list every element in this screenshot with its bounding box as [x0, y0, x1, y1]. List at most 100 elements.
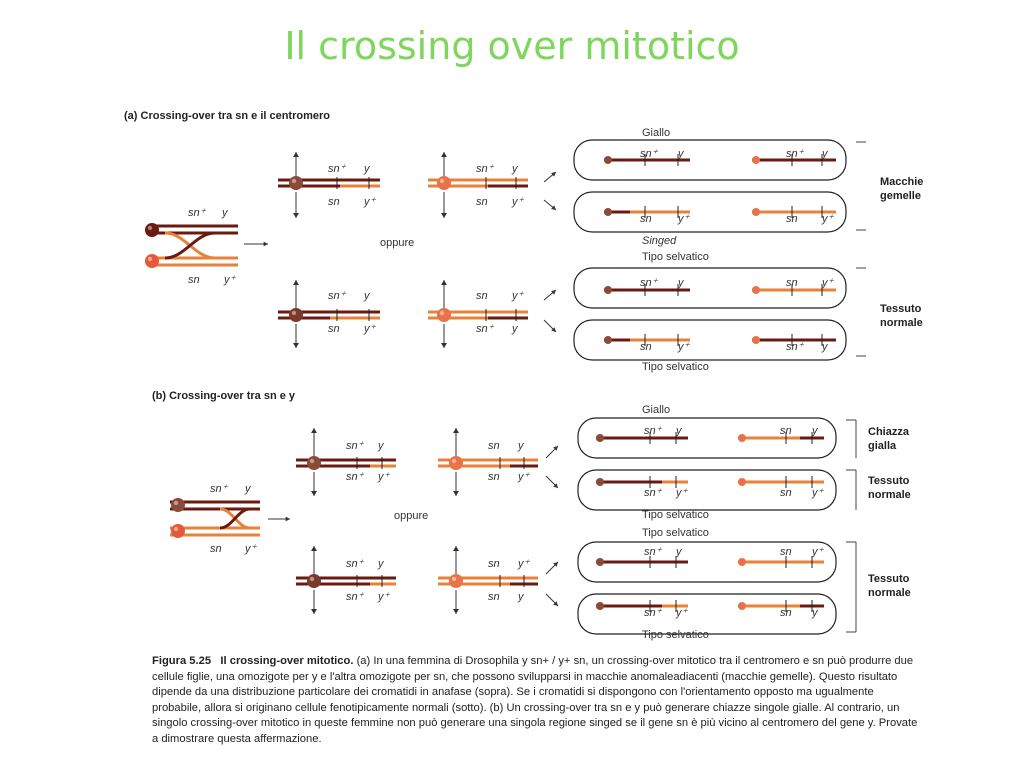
gene-label: y⁺: [363, 196, 377, 208]
centromere: [145, 254, 159, 268]
centromere: [437, 308, 451, 322]
arrowhead: [453, 546, 459, 551]
gene-label: y: [811, 607, 819, 619]
gene-label: sn: [488, 558, 500, 570]
centromere: [449, 574, 463, 588]
centromere-highlight: [439, 178, 445, 184]
gene-label-y-plus: y⁺: [223, 274, 237, 286]
gene-label: sn: [780, 425, 792, 437]
gene-label: sn⁺: [786, 341, 805, 353]
gene-label: sn⁺: [644, 425, 663, 437]
arrowhead: [553, 483, 558, 488]
gene-label: sn: [476, 290, 488, 302]
arrowhead: [311, 491, 317, 496]
gene-label: sn: [476, 196, 488, 208]
side-label: Tessuto: [880, 303, 922, 315]
side-label: normale: [880, 317, 923, 329]
gene-label: sn⁺: [644, 607, 663, 619]
side-label: Tessuto: [868, 573, 910, 585]
gene-label: sn⁺: [328, 163, 347, 175]
arrowhead: [553, 562, 558, 567]
label-tipo-selvatico: Tipo selvatico: [642, 509, 709, 521]
arrowhead: [453, 491, 459, 496]
gene-label: sn: [786, 213, 798, 225]
arrowhead: [293, 280, 299, 285]
centromere: [307, 574, 321, 588]
label-giallo: Giallo: [642, 127, 670, 139]
centromere: [752, 336, 760, 344]
gene-label: y⁺: [677, 341, 691, 353]
side-label: Tessuto: [868, 475, 910, 487]
gene-label: sn⁺: [640, 277, 659, 289]
gene-label: y: [677, 277, 685, 289]
label-tipo-selvatico: Tipo selvatico: [642, 361, 709, 373]
centromere-highlight: [173, 500, 179, 506]
centromere: [449, 456, 463, 470]
centromere: [596, 478, 604, 486]
gene-label: y⁺: [811, 487, 825, 499]
daughter-cell: [573, 191, 847, 233]
label-tipo-selvatico: Tipo selvatico: [642, 527, 709, 539]
label-oppure: oppure: [380, 237, 414, 249]
centromere: [604, 286, 612, 294]
centromere-highlight: [147, 225, 153, 231]
gene-label: y: [244, 483, 252, 495]
arrowhead: [311, 428, 317, 433]
gene-label: y: [517, 591, 525, 603]
gene-label: sn: [640, 341, 652, 353]
gene-label: sn: [328, 323, 340, 335]
centromere-highlight: [173, 526, 179, 532]
centromere-highlight: [147, 256, 153, 262]
centromere: [738, 478, 746, 486]
gene-label: y: [675, 425, 683, 437]
centromere: [437, 176, 451, 190]
arrowhead: [553, 446, 558, 451]
caption-figure-label: Figura 5.25: [152, 655, 212, 667]
arrowhead: [551, 172, 556, 177]
gene-label: y⁺: [363, 323, 377, 335]
centromere: [289, 176, 303, 190]
centromere-highlight: [451, 576, 457, 582]
gene-label: y⁺: [811, 546, 825, 558]
gene-label: sn⁺: [346, 591, 365, 603]
daughter-cell: [577, 593, 837, 635]
centromere: [145, 223, 159, 237]
section-a-heading: (a) Crossing-over tra sn e il centromero: [124, 110, 330, 122]
gene-label: sn: [210, 543, 222, 555]
centromere-highlight: [291, 178, 297, 184]
gene-label: sn: [328, 196, 340, 208]
centromere-highlight: [451, 458, 457, 464]
gene-label: sn: [780, 487, 792, 499]
centromere-highlight: [309, 576, 315, 582]
gene-label: sn⁺: [210, 483, 229, 495]
figure-caption: Figura 5.25 Il crossing-over mitotico. (…: [152, 654, 922, 748]
gene-label: y⁺: [675, 487, 689, 499]
gene-label: y⁺: [517, 471, 531, 483]
gene-label: sn⁺: [346, 471, 365, 483]
gene-label: sn: [640, 213, 652, 225]
arrowhead: [293, 343, 299, 348]
arrowhead: [453, 428, 459, 433]
side-label: gialla: [868, 440, 897, 452]
gene-label: y⁺: [377, 591, 391, 603]
gene-label: sn: [488, 440, 500, 452]
mitotic-crossing-over-diagram: sn⁺ y sn y⁺ oppure sn⁺ y sn y⁺ sn⁺ y sn y⁺ sn⁺ y sn y⁺ sn…: [145, 127, 923, 641]
arrowhead: [293, 213, 299, 218]
side-label: Chiazza: [868, 426, 910, 438]
arrowhead: [453, 609, 459, 614]
gene-label: sn⁺: [644, 487, 663, 499]
gene-label: y: [363, 290, 371, 302]
gene-label: sn: [786, 277, 798, 289]
section-b-heading: (b) Crossing-over tra sn e y: [152, 390, 296, 402]
gene-label: sn: [780, 607, 792, 619]
gene-label: sn⁺: [644, 546, 663, 558]
gene-label: sn⁺: [476, 323, 495, 335]
caption-text: (a) In una femmina di Drosophila y sn+ /…: [152, 655, 918, 745]
gene-label: y: [675, 546, 683, 558]
daughter-cell: [577, 469, 837, 511]
gene-label: sn⁺: [786, 148, 805, 160]
gene-label: y⁺: [517, 558, 531, 570]
crossover-strand: [219, 507, 251, 530]
daughter-cell: [577, 541, 837, 583]
side-label: normale: [868, 489, 911, 501]
